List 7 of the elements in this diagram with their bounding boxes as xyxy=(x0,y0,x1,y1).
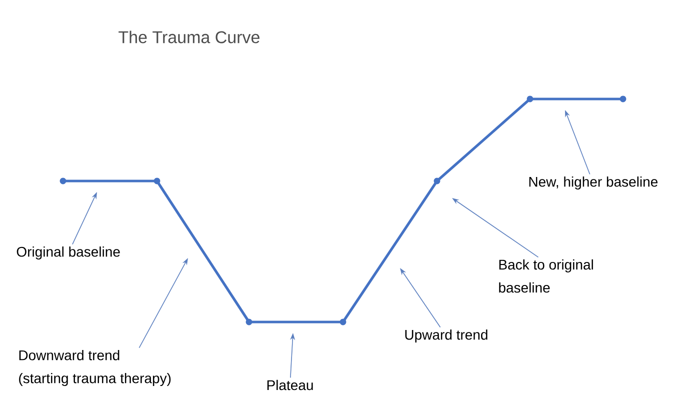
title: The Trauma Curve xyxy=(118,30,260,44)
text-label: Downward trend (starting trauma therapy) xyxy=(19,350,171,386)
text-label: New, higher baseline xyxy=(529,176,658,190)
text-label: Back to original baseline xyxy=(499,259,593,293)
text-label: Upward trend xyxy=(405,329,488,343)
text-label: Plateau xyxy=(267,380,313,390)
text-label: Original baseline xyxy=(16,246,120,260)
